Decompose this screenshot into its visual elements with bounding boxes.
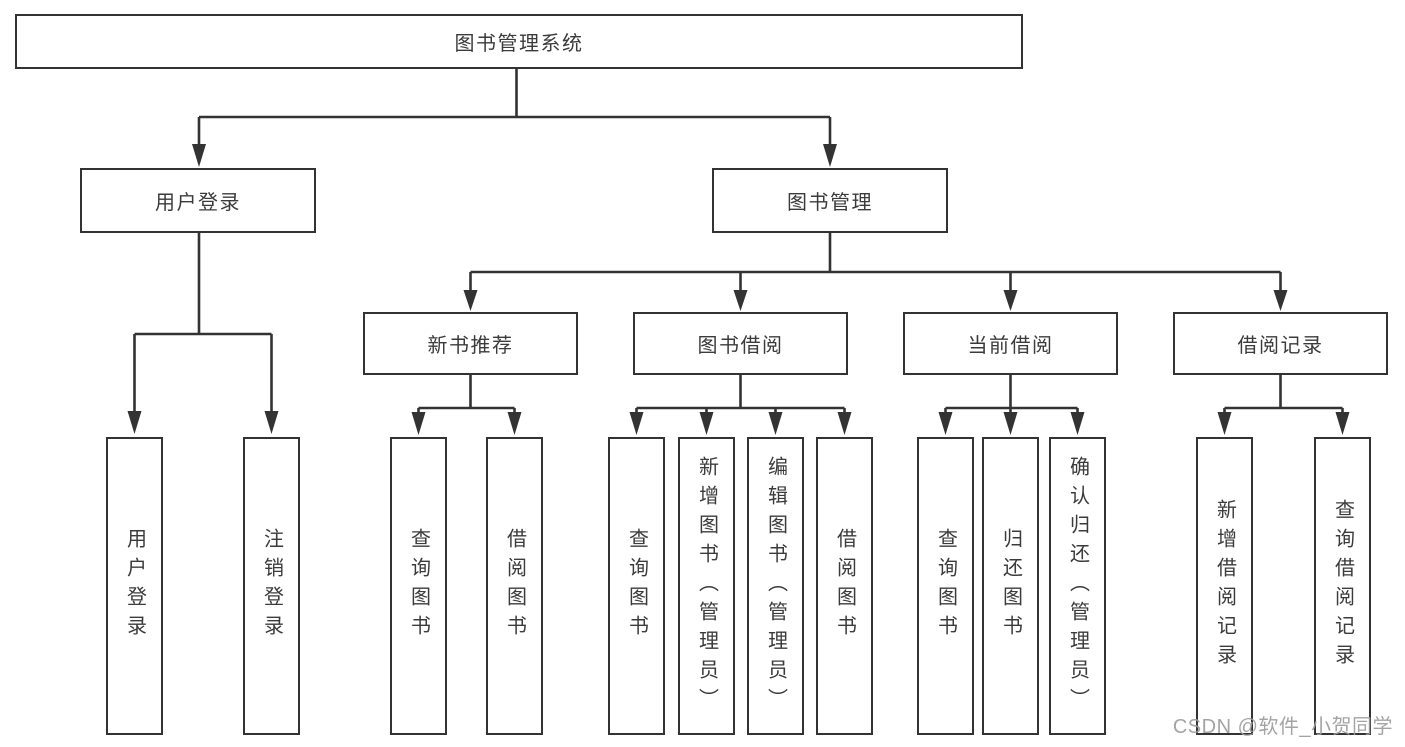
node-label: 归还图书: [999, 528, 1022, 644]
node-label: 当前借阅: [967, 335, 1054, 357]
connector-current-borrowing-to-leaves: [938, 375, 1085, 435]
connector-user-login-to-leaves: [127, 233, 279, 434]
node-book-management-branch: 图书管理: [712, 168, 948, 233]
node-label: 用户登录: [123, 528, 146, 644]
connector-root-to-level2: [192, 69, 837, 167]
node-label: 新书推荐: [427, 335, 514, 357]
node-label: 注销登录: [260, 528, 283, 644]
node-library-system: 图书管理系统: [15, 14, 1023, 69]
leaf-borrow-add-books-admin: 新增图书（管理员）: [678, 437, 735, 735]
watermark: CSDN @软件_小贺同学: [1172, 716, 1393, 738]
node-label: 编辑图书（管理员）: [764, 455, 787, 717]
node-borrowing-records: 借阅记录: [1173, 312, 1388, 375]
node-label: 查询图书: [625, 528, 648, 644]
leaf-records-add-record: 新增借阅记录: [1196, 437, 1253, 735]
leaf-newbook-query-books: 查询图书: [390, 437, 447, 735]
node-current-borrowing: 当前借阅: [903, 312, 1118, 375]
leaf-current-return-books: 归还图书: [982, 437, 1039, 735]
connector-book-borrowing-to-leaves: [629, 375, 852, 435]
node-label: 借阅图书: [503, 528, 526, 644]
leaf-current-confirm-return-admin: 确认归还（管理员）: [1049, 437, 1106, 735]
leaf-borrow-edit-books-admin: 编辑图书（管理员）: [747, 437, 804, 735]
node-book-borrowing: 图书借阅: [633, 312, 848, 375]
node-label: 查询图书: [934, 528, 957, 644]
node-label: 借阅记录: [1237, 335, 1324, 357]
node-label: 用户登录: [155, 192, 241, 214]
node-new-book-recommendation: 新书推荐: [363, 312, 578, 375]
node-label: 新增图书（管理员）: [695, 455, 718, 717]
node-user-login-branch: 用户登录: [80, 168, 316, 233]
node-label: 图书管理系统: [454, 33, 584, 55]
node-label: 确认归还（管理员）: [1066, 455, 1089, 717]
node-label: 图书管理: [787, 192, 873, 214]
connector-borrow-records-to-leaves: [1217, 375, 1350, 435]
leaf-borrow-borrow-books: 借阅图书: [816, 437, 873, 735]
node-label: 新增借阅记录: [1213, 499, 1236, 673]
leaf-borrow-query-books: 查询图书: [608, 437, 665, 735]
leaf-current-query-books: 查询图书: [917, 437, 974, 735]
leaf-newbook-borrow-books: 借阅图书: [486, 437, 543, 735]
node-label: 借阅图书: [833, 528, 856, 644]
leaf-records-query-record: 查询借阅记录: [1314, 437, 1371, 735]
leaf-logout: 注销登录: [243, 437, 300, 735]
node-label: 查询图书: [407, 528, 430, 644]
connector-new-book-to-leaves: [411, 375, 522, 435]
leaf-user-login: 用户登录: [106, 437, 163, 735]
node-label: 图书借阅: [697, 335, 784, 357]
node-label: 查询借阅记录: [1331, 499, 1354, 673]
connector-book-management-to-level3: [463, 233, 1288, 311]
